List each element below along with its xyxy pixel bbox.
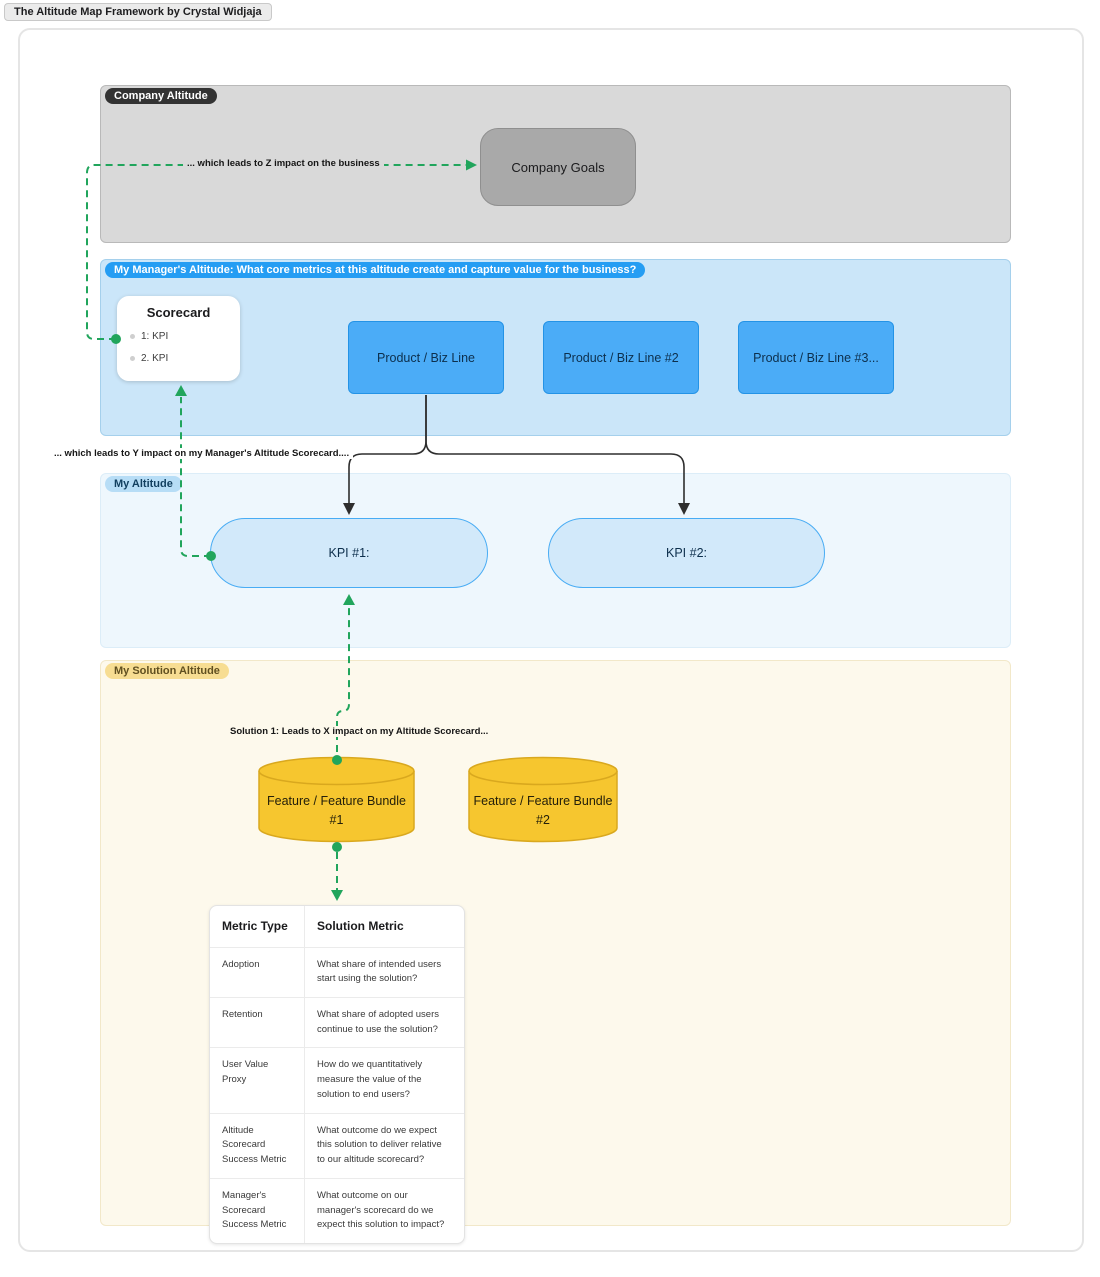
section-label-my-solution-altitude[interactable]: My Solution Altitude (105, 663, 229, 679)
scorecard-item-1-label: 1: KPI (141, 331, 169, 342)
table-header-row: Metric Type Solution Metric (210, 906, 464, 947)
annotation-y-impact: ... which leads to Y impact on my Manage… (50, 448, 354, 459)
kpi-1-node[interactable]: KPI #1: (210, 518, 488, 588)
table-row: Altitude Scorecard Success Metric What o… (210, 1112, 464, 1178)
cell-metric-type: Retention (210, 998, 305, 1048)
section-label-my-altitude[interactable]: My Altitude (105, 476, 182, 492)
table-row: Manager's Scorecard Success Metric What … (210, 1177, 464, 1243)
table-row: Adoption What share of intended users st… (210, 946, 464, 998)
cell-solution-metric: What share of adopted users continue to … (317, 1009, 439, 1035)
cylinder-icon (258, 756, 415, 843)
cell-solution-metric: How do we quantitatively measure the val… (317, 1059, 423, 1100)
table-row: User Value Proxy How do we quantitativel… (210, 1047, 464, 1113)
cell-metric-type: Manager's Scorecard Success Metric (210, 1178, 305, 1243)
feature-bundle-2-node[interactable]: Feature / Feature Bundle #2 (468, 756, 618, 848)
feature-bundle-2-label: Feature / Feature Bundle #2 (473, 794, 613, 827)
cylinder-icon (468, 756, 618, 843)
scorecard-item-1: 1: KPI (117, 331, 240, 342)
scorecard-title: Scorecard (146, 305, 211, 320)
cell-metric-type: Adoption (210, 947, 305, 998)
scorecard-item-2-label: 2. KPI (141, 353, 169, 364)
scorecard-item-2: 2. KPI (117, 353, 240, 364)
product-biz-line-2-node[interactable]: Product / Biz Line #2 (543, 321, 699, 394)
section-label-managers-altitude[interactable]: My Manager's Altitude: What core metrics… (105, 262, 646, 278)
cell-solution-metric: What share of intended users start using… (317, 958, 442, 985)
feature-bundle-1-label: Feature / Feature Bundle #1 (267, 794, 406, 827)
solution-metrics-table[interactable]: Metric Type Solution Metric Adoption Wha… (209, 905, 465, 1244)
cell-solution-metric: What outcome do we expect this solution … (317, 1124, 442, 1166)
product-biz-line-1-node[interactable]: Product / Biz Line (348, 321, 504, 394)
company-goals-label: Company Goals (511, 159, 605, 175)
bullet-icon (130, 356, 135, 361)
bullet-icon (130, 334, 135, 339)
annotation-x-impact: Solution 1: Leads to X impact on my Alti… (226, 726, 493, 737)
cell-solution-metric: What outcome on our manager's scorecard … (317, 1189, 445, 1231)
scorecard-card[interactable]: Scorecard 1: KPI 2. KPI (117, 296, 240, 381)
cell-metric-type: Altitude Scorecard Success Metric (210, 1113, 305, 1178)
annotation-z-impact: ... which leads to Z impact on the busin… (183, 158, 384, 169)
kpi-2-node[interactable]: KPI #2: (548, 518, 825, 588)
product-biz-line-3-node[interactable]: Product / Biz Line #3... (738, 321, 894, 394)
table-row: Retention What share of adopted users co… (210, 997, 464, 1048)
diagram-title-tag: The Altitude Map Framework by Crystal Wi… (4, 3, 272, 21)
cell-metric-type: User Value Proxy (210, 1048, 305, 1113)
company-goals-node[interactable]: Company Goals (480, 128, 636, 206)
col-header-metric-type: Metric Type (210, 906, 305, 947)
col-header-solution-metric: Solution Metric (317, 919, 404, 933)
section-label-company-altitude[interactable]: Company Altitude (105, 88, 217, 104)
feature-bundle-1-node[interactable]: Feature / Feature Bundle #1 (258, 756, 415, 848)
